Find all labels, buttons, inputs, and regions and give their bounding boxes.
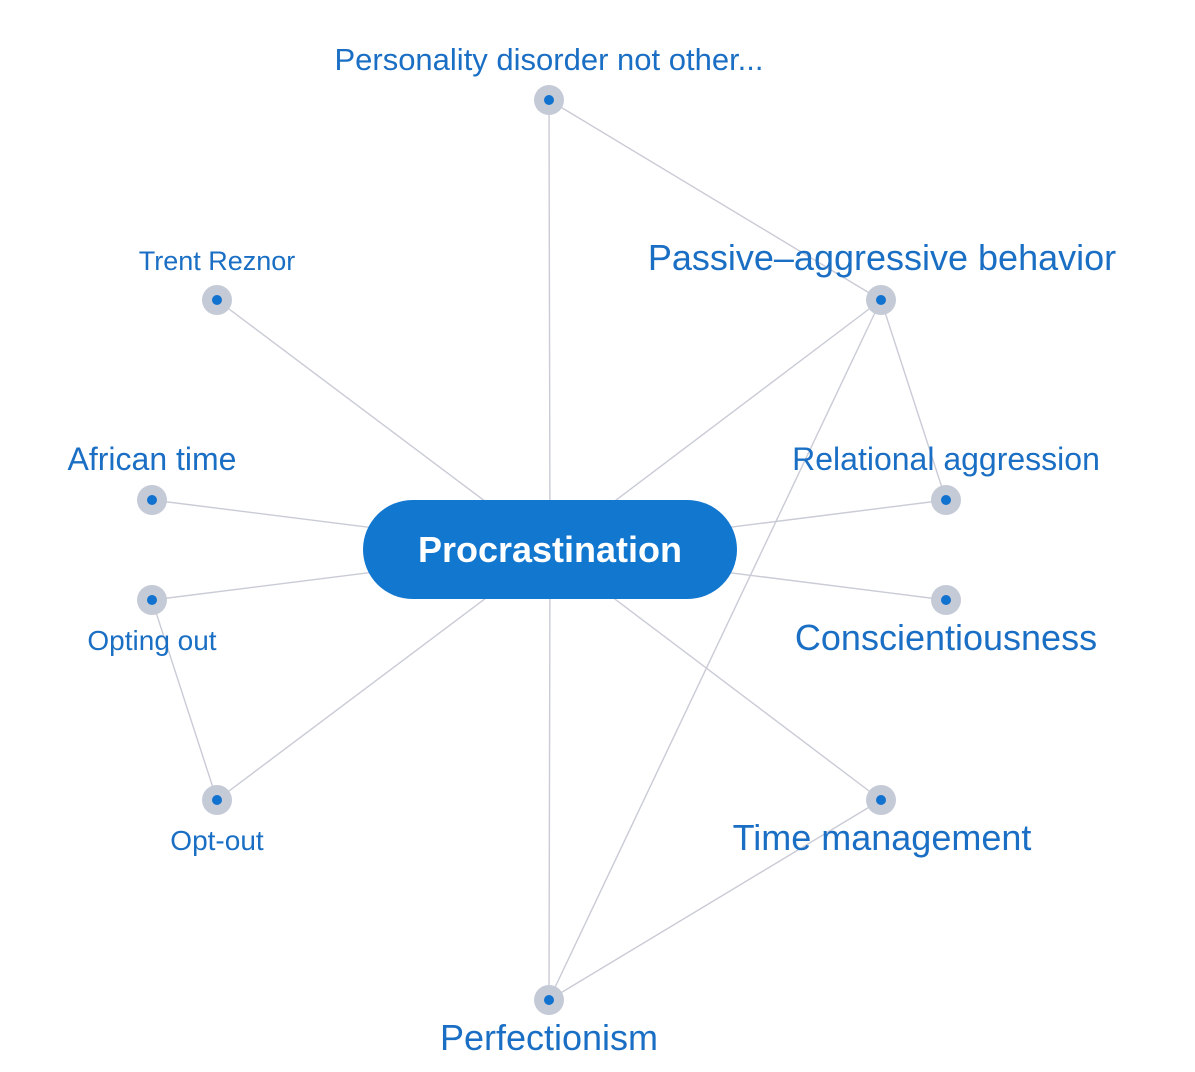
node-optout[interactable]: Opt-out bbox=[170, 785, 264, 856]
node-label[interactable]: Opt-out bbox=[170, 825, 264, 856]
edge-timemgmt-perfection bbox=[548, 799, 882, 1001]
center-label: Procrastination bbox=[418, 529, 682, 570]
node-perfection[interactable]: Perfectionism bbox=[440, 985, 658, 1058]
node-conscientious[interactable]: Conscientiousness bbox=[795, 585, 1097, 658]
node-relational[interactable]: Relational aggression bbox=[792, 441, 1100, 515]
node-dot bbox=[212, 295, 222, 305]
edge-passive-relational bbox=[880, 299, 947, 501]
node-dot bbox=[876, 795, 886, 805]
node-dot bbox=[147, 595, 157, 605]
edge-opting-optout bbox=[151, 599, 218, 801]
node-label[interactable]: Trent Reznor bbox=[139, 246, 296, 276]
node-label[interactable]: Conscientiousness bbox=[795, 617, 1097, 658]
node-trent[interactable]: Trent Reznor bbox=[139, 246, 296, 315]
node-label[interactable]: Opting out bbox=[87, 625, 216, 656]
node-label[interactable]: Passive–aggressive behavior bbox=[648, 237, 1116, 278]
node-african[interactable]: African time bbox=[68, 441, 237, 515]
node-timemgmt[interactable]: Time management bbox=[733, 785, 1032, 858]
node-dot bbox=[941, 495, 951, 505]
node-dot bbox=[544, 995, 554, 1005]
node-passive[interactable]: Passive–aggressive behavior bbox=[648, 237, 1116, 315]
node-dot bbox=[147, 495, 157, 505]
node-personality[interactable]: Personality disorder not other... bbox=[334, 42, 764, 115]
node-label[interactable]: Personality disorder not other... bbox=[334, 42, 763, 77]
center-node[interactable]: Procrastination bbox=[363, 500, 737, 599]
node-label[interactable]: Perfectionism bbox=[440, 1017, 658, 1058]
edge-center-perfection bbox=[548, 549, 551, 1001]
node-opting[interactable]: Opting out bbox=[87, 585, 217, 656]
node-label[interactable]: African time bbox=[68, 441, 237, 477]
edge-center-personality bbox=[548, 99, 551, 551]
node-dot bbox=[876, 295, 886, 305]
center-pill[interactable] bbox=[363, 500, 737, 599]
node-label[interactable]: Time management bbox=[733, 817, 1032, 858]
nodes: Personality disorder not other... Trent R… bbox=[68, 42, 1117, 1058]
node-dot bbox=[212, 795, 222, 805]
node-label[interactable]: Relational aggression bbox=[792, 441, 1100, 477]
node-dot bbox=[941, 595, 951, 605]
node-dot bbox=[544, 95, 554, 105]
edge-personality-passive bbox=[548, 99, 882, 301]
edge-passive-perfection bbox=[548, 299, 882, 1001]
